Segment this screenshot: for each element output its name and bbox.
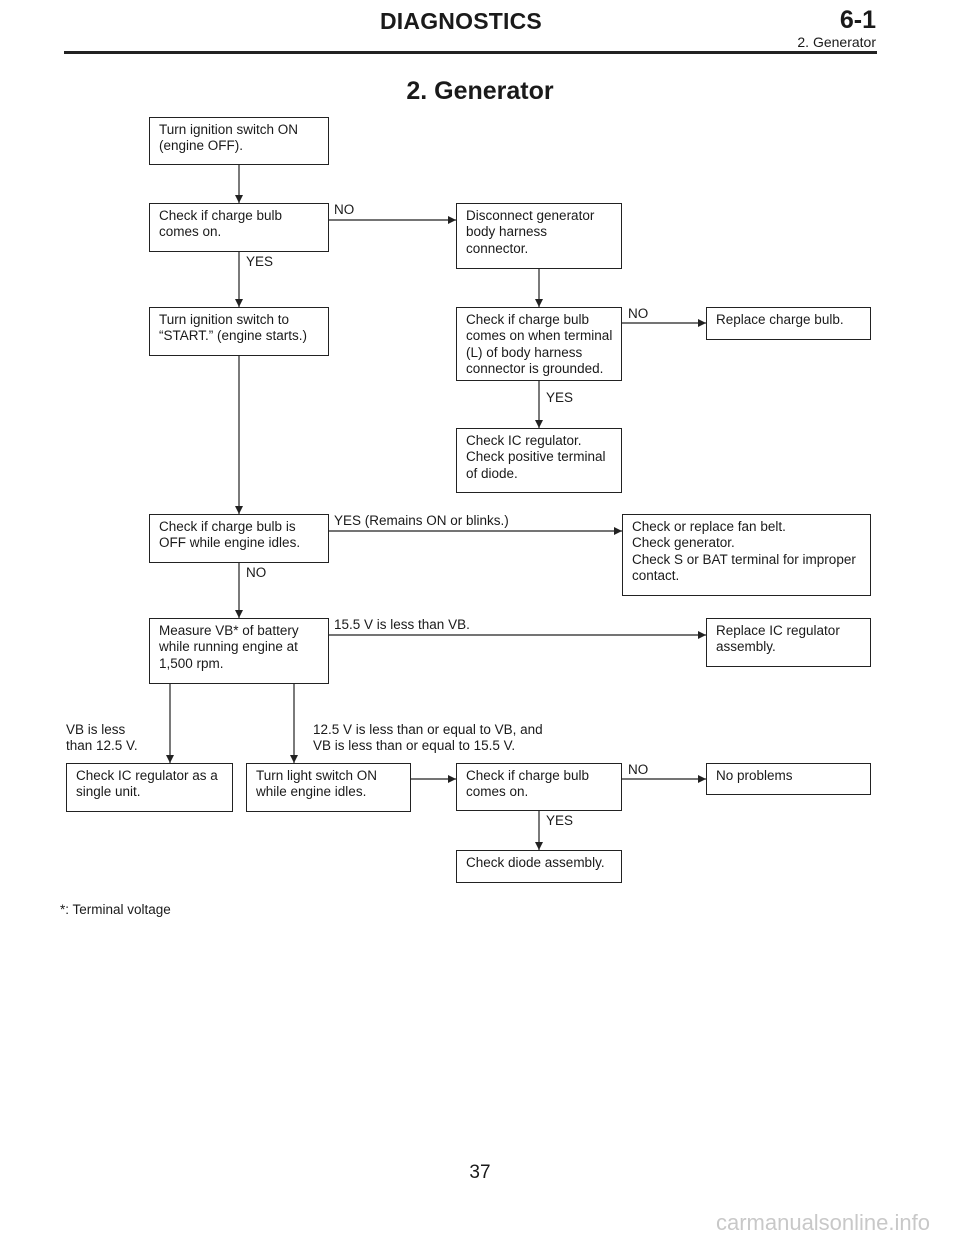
step-ignition-on: Turn ignition switch ON (engine OFF). — [149, 117, 329, 165]
label-yes-remains-on: YES (Remains ON or blinks.) — [334, 513, 509, 528]
step-ignition-start: Turn ignition switch to “START.” (engine… — [149, 307, 329, 356]
header-subsection: 2. Generator — [797, 34, 876, 50]
watermark: carmanualsonline.info — [715, 1210, 930, 1235]
label-no: NO — [628, 762, 649, 777]
label-no: NO — [628, 306, 649, 321]
page-title: 2. Generator — [406, 77, 554, 105]
step-replace-charge-bulb: Replace charge bulb. — [706, 307, 871, 340]
step-check-ic-regulator: Check IC regulator. Check positive termi… — [456, 428, 622, 493]
label-yes: YES — [546, 390, 574, 405]
label-vb-over-15-5: 15.5 V is less than VB. — [334, 617, 470, 632]
footnote: *: Terminal voltage — [60, 902, 171, 917]
step-check-fan-belt: Check or replace fan belt. Check generat… — [622, 514, 871, 596]
label-vb-under-12-5: VB is less than 12.5 V. — [66, 722, 138, 754]
step-check-charge-bulb-on: Check if charge bulb comes on. — [149, 203, 329, 252]
step-check-bulb-comes-on: Check if charge bulb comes on. — [456, 763, 622, 811]
label-yes: YES — [546, 813, 574, 828]
header-number: 6-1 — [839, 6, 876, 34]
label-no: NO — [334, 202, 355, 217]
step-check-terminal-l-grounded: Check if charge bulb comes on when termi… — [456, 307, 622, 381]
label-yes: YES — [246, 254, 274, 269]
label-no: NO — [246, 565, 267, 580]
step-no-problems: No problems — [706, 763, 871, 795]
header-rule — [64, 51, 877, 54]
step-check-bulb-off-idle: Check if charge bulb is OFF while engine… — [149, 514, 329, 563]
page-number: 37 — [469, 1162, 491, 1183]
step-replace-ic-regulator: Replace IC regulator assembly. — [706, 618, 871, 667]
label-vb-between: 12.5 V is less than or equal to VB, and … — [313, 722, 543, 754]
header-section: DIAGNOSTICS — [380, 8, 542, 34]
step-measure-vb: Measure VB* of battery while running eng… — [149, 618, 329, 684]
step-light-switch-on: Turn light switch ON while engine idles. — [246, 763, 411, 812]
step-check-diode-assembly: Check diode assembly. — [456, 850, 622, 883]
step-disconnect-harness: Disconnect generator body harness connec… — [456, 203, 622, 269]
step-check-ic-single-unit: Check IC regulator as a single unit. — [66, 763, 233, 812]
